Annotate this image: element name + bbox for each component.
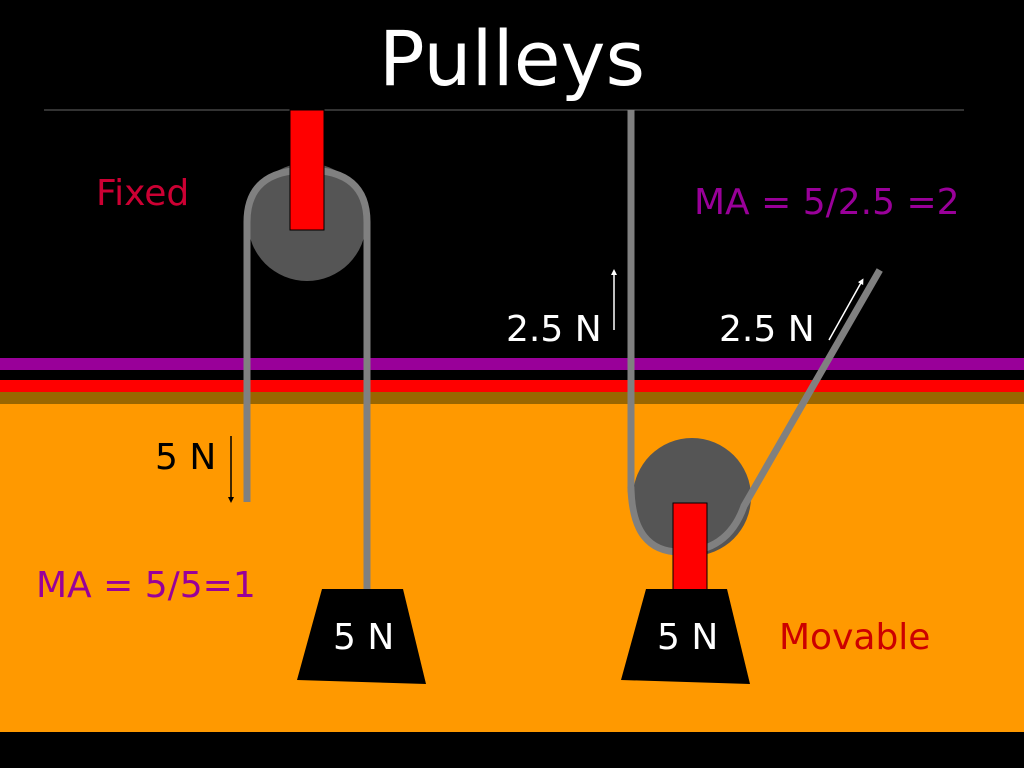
movable-pulley-label: Movable <box>779 617 931 658</box>
movable-pulley-weight <box>621 589 750 684</box>
floor-band <box>0 404 1024 732</box>
fixed-load-label: 5 N <box>333 617 395 658</box>
stripe-red <box>0 380 1024 392</box>
stripe-olive <box>0 392 1024 404</box>
movable-ma-label: MA = 5/2.5 =2 <box>694 182 960 223</box>
movable-left-tension-label: 2.5 N <box>506 309 602 350</box>
fixed-ma-label: MA = 5/5=1 <box>36 565 256 606</box>
stripe-purple <box>0 358 1024 370</box>
bottom-black-band <box>0 732 1024 768</box>
slide-title: Pulleys <box>378 14 646 103</box>
fixed-pulley-label: Fixed <box>96 173 190 214</box>
movable-pulley-wheel <box>633 438 751 556</box>
fixed-pulley-weight <box>297 589 426 684</box>
fixed-effort-label: 5 N <box>155 437 217 478</box>
movable-right-tension-arrow <box>828 278 864 341</box>
fixed-pulley-mount <box>289 109 325 231</box>
movable-load-label: 5 N <box>657 617 719 658</box>
movable-right-tension-label: 2.5 N <box>719 309 815 350</box>
movable-pulley-hanger <box>672 502 708 594</box>
